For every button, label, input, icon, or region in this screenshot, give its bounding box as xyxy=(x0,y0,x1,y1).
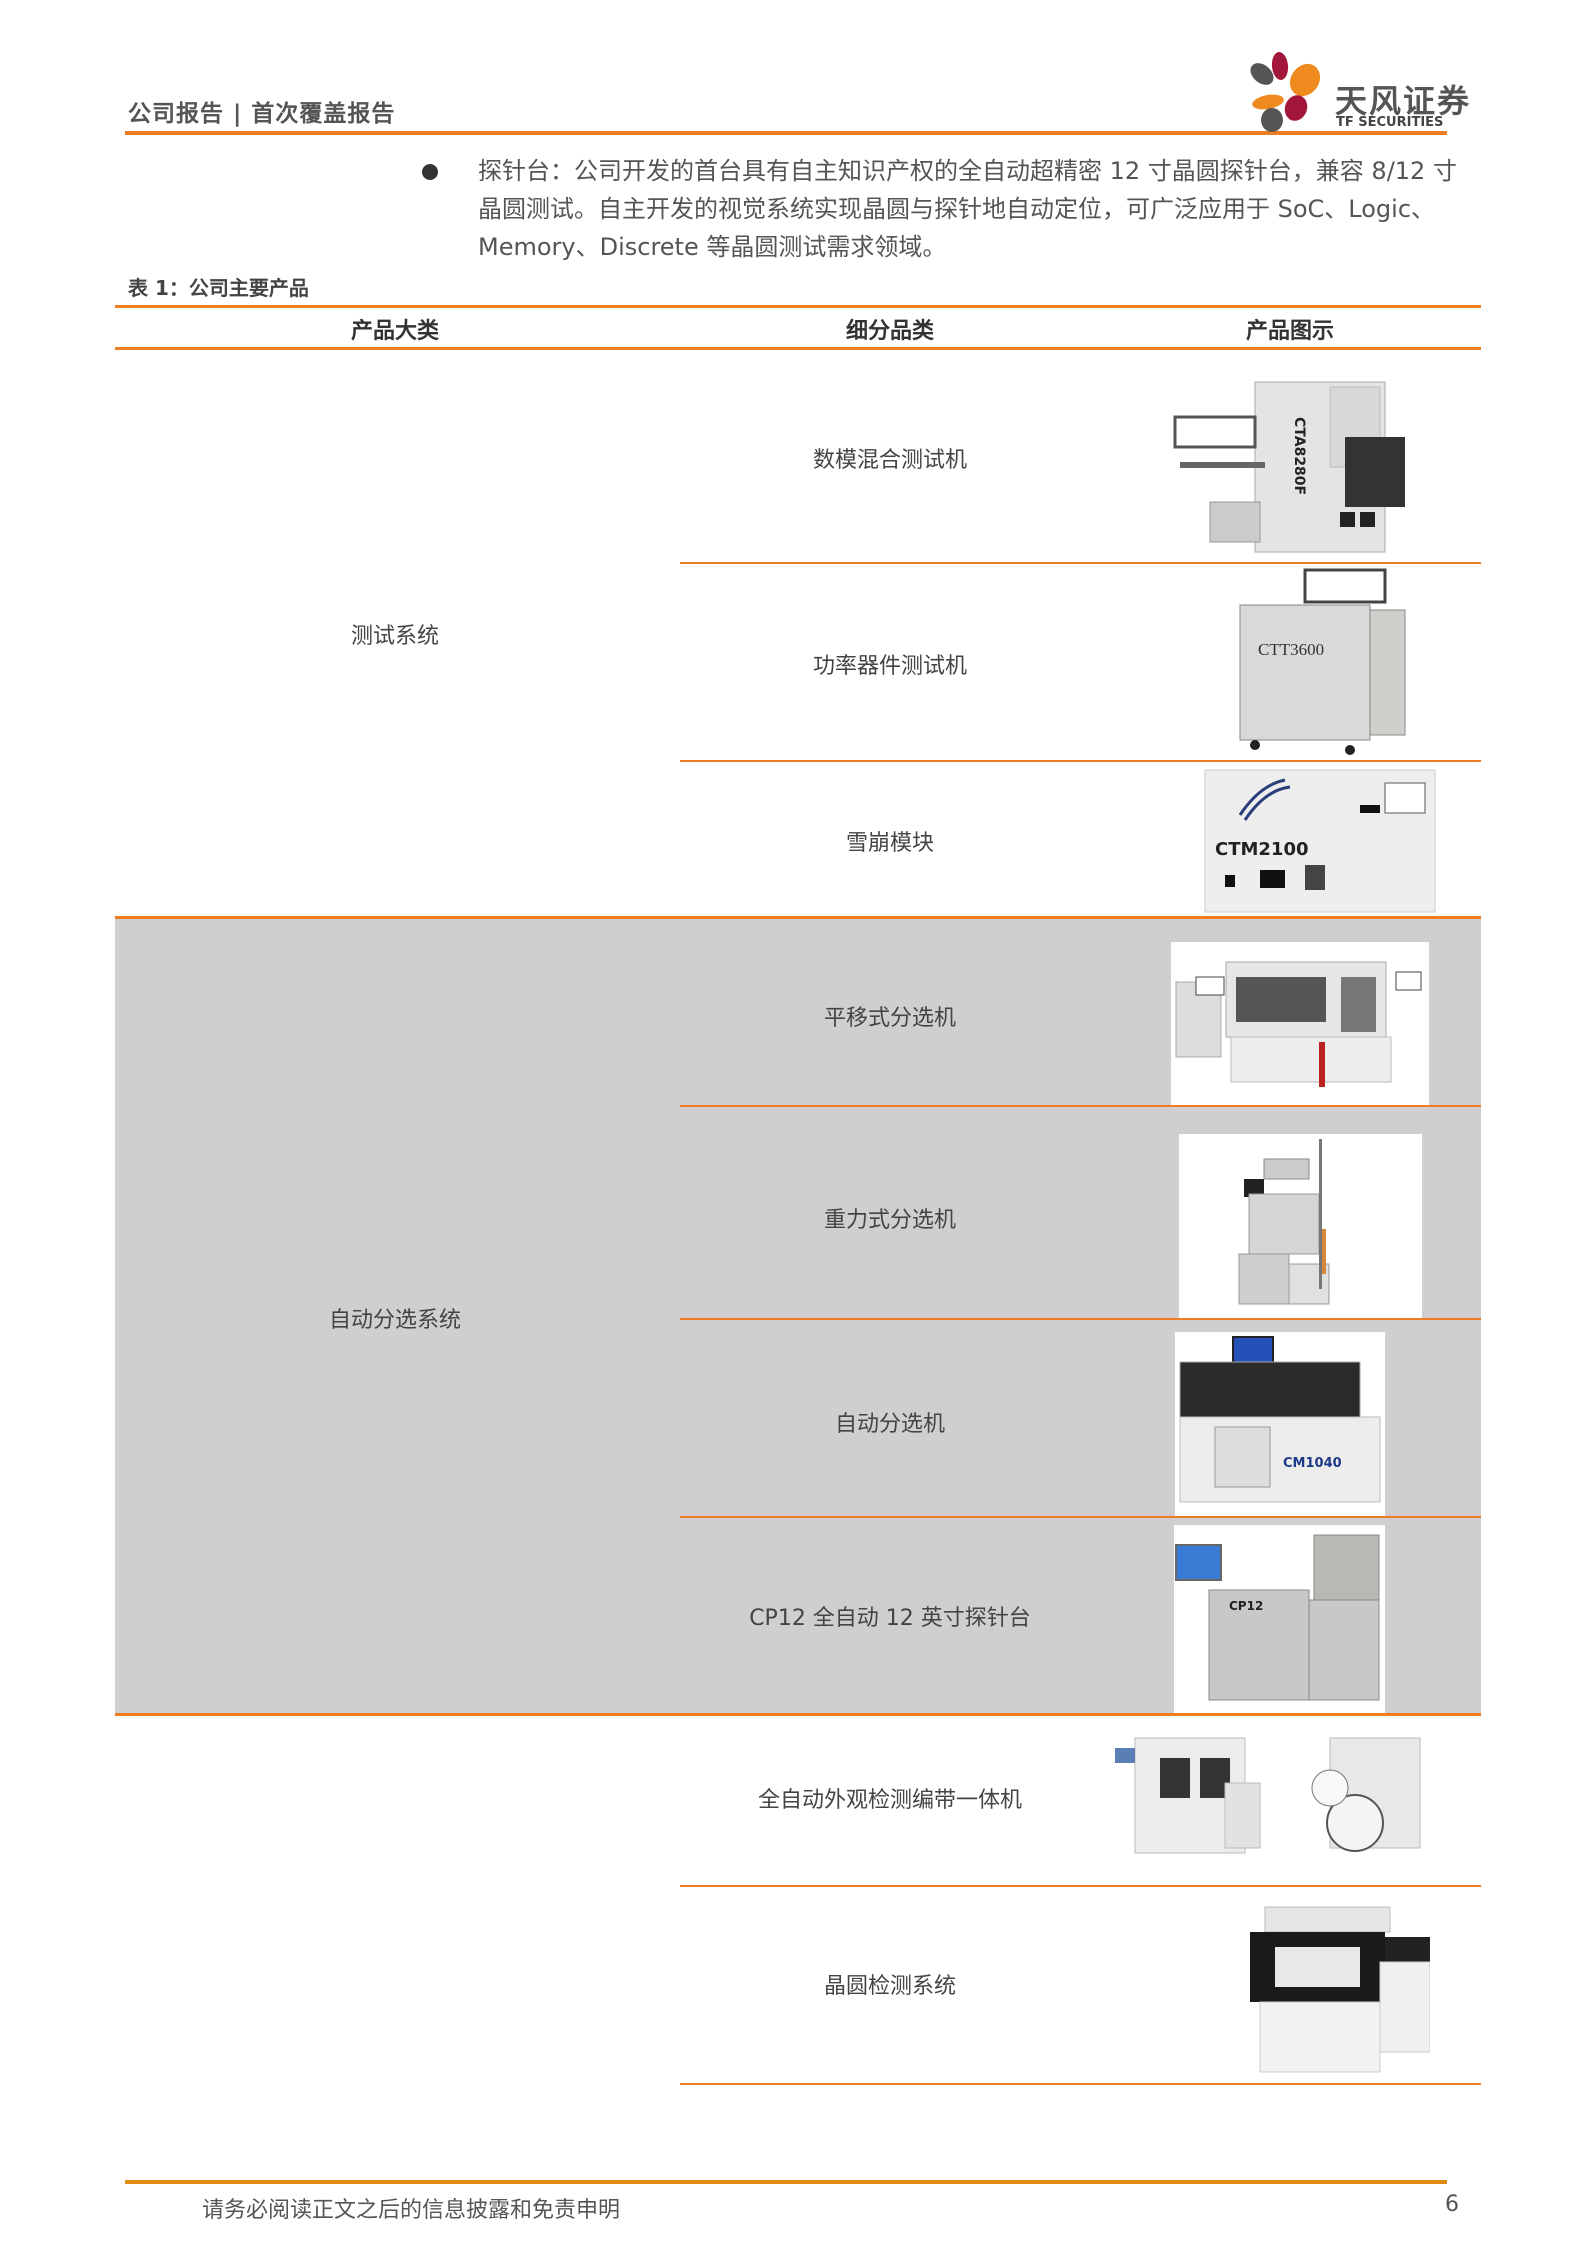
header-bottom-rule xyxy=(115,347,1481,350)
subcategory-cp12-probe-station: CP12 全自动 12 英寸探针台 xyxy=(749,1606,1031,1631)
subcategory-wafer-inspection-system: 晶圆检测系统 xyxy=(823,1974,956,1999)
row-divider xyxy=(680,1516,1481,1518)
bullet-icon xyxy=(422,164,438,180)
product-image-gravity-handler xyxy=(1179,1134,1422,1318)
subcategory-avalanche-module: 雪崩模块 xyxy=(845,831,934,856)
disclaimer-text: 请务必阅读正文之后的信息披露和免责申明 xyxy=(202,2198,621,2223)
header-rule xyxy=(125,131,1447,135)
table-caption: 表 1：公司主要产品 xyxy=(128,276,309,300)
subcategory-power-device-tester: 功率器件测试机 xyxy=(812,654,967,679)
row-divider xyxy=(680,1105,1481,1107)
subcategory-auto-handler: 自动分选机 xyxy=(834,1412,945,1437)
category-test-system: 测试系统 xyxy=(350,624,439,649)
page-number: 6 xyxy=(1445,2192,1459,2217)
header-subcategory: 细分品类 xyxy=(845,319,934,344)
tf-securities-logo xyxy=(1250,52,1500,132)
logo-chinese-name: 天风证券 xyxy=(1335,82,1472,120)
product-image-ctt3600: CTT3600 xyxy=(1220,565,1420,760)
svg-text:CTA8280F: CTA8280F xyxy=(1291,417,1307,495)
subcategory-gravity-handler: 重力式分选机 xyxy=(823,1208,956,1233)
row-divider xyxy=(680,1318,1481,1320)
product-image-pick-and-place xyxy=(1171,942,1429,1105)
logo-english-name: TF SECURITIES xyxy=(1336,115,1444,130)
table-bottom-rule xyxy=(680,2083,1481,2085)
subcategory-mixed-signal-tester: 数模混合测试机 xyxy=(812,448,967,473)
svg-text:CTM2100: CTM2100 xyxy=(1215,839,1309,860)
product-image-cta8280f: CTA8280F xyxy=(1170,362,1410,562)
group-divider xyxy=(115,1713,1481,1716)
group-divider xyxy=(115,916,1481,919)
footer-rule xyxy=(125,2180,1447,2184)
row-divider xyxy=(680,562,1481,564)
svg-text:CP12: CP12 xyxy=(1229,1599,1263,1613)
category-auto-handler-system: 自动分选系统 xyxy=(328,1308,461,1333)
product-image-wafer-inspection xyxy=(1230,1892,1430,2082)
header-image: 产品图示 xyxy=(1245,319,1334,344)
row-divider xyxy=(680,760,1481,762)
subcategory-pick-and-place-handler: 平移式分选机 xyxy=(823,1006,956,1031)
product-image-cm1040: CM1040 xyxy=(1175,1332,1385,1516)
subcategory-visual-inspection-taping: 全自动外观检测编带一体机 xyxy=(757,1788,1022,1813)
svg-text:CM1040: CM1040 xyxy=(1283,1456,1342,1471)
product-image-inspection-taping xyxy=(1105,1718,1480,1873)
flower-logo-icon xyxy=(1250,52,1321,132)
probe-station-paragraph: 探针台：公司开发的首台具有自主知识产权的全自动超精密 12 寸晶圆探针台，兼容 … xyxy=(478,157,1457,261)
header-category: 产品大类 xyxy=(350,319,439,344)
svg-text:CTT3600: CTT3600 xyxy=(1258,640,1324,659)
row-divider xyxy=(680,1885,1481,1887)
product-image-ctm2100: CTM2100 xyxy=(1200,765,1440,917)
product-image-cp12: CP12 xyxy=(1174,1525,1385,1713)
table-top-rule xyxy=(115,305,1481,308)
report-type-title: 公司报告 | 首次覆盖报告 xyxy=(128,101,396,127)
